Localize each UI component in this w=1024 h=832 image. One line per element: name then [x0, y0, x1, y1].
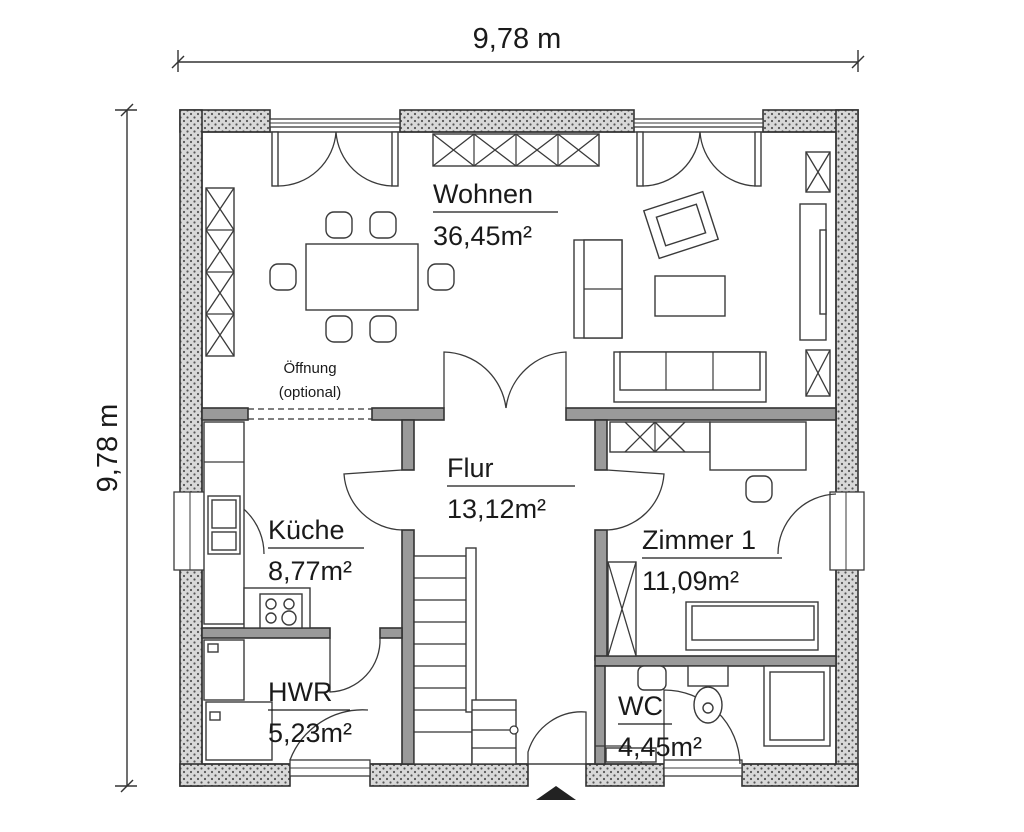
room-area-kueche: 8,77m²	[268, 556, 352, 586]
room-area-wohnen: 36,45m²	[433, 221, 532, 251]
furniture-wohnen	[205, 133, 831, 403]
room-name-wohnen: Wohnen	[433, 179, 533, 209]
furniture-wc	[605, 665, 831, 763]
room-area-hwr: 5,23m²	[268, 718, 352, 748]
room-label-zimmer1: Zimmer 1 11,09m²	[642, 525, 782, 596]
furniture-kueche	[203, 421, 311, 629]
dimension-width-label: 9,78 m	[473, 23, 562, 55]
interior-walls	[201, 407, 837, 765]
windows	[173, 118, 865, 777]
furniture-hwr	[203, 639, 273, 761]
opening-label-line1: Öffnung	[283, 359, 336, 377]
room-area-wc: 4,45m²	[618, 732, 702, 762]
room-name-kueche: Küche	[268, 515, 345, 545]
room-name-hwr: HWR	[268, 677, 332, 707]
room-label-flur: Flur 13,12m²	[447, 453, 575, 524]
window-swing-arcs	[271, 131, 762, 187]
dimension-height-label: 9,78 m	[92, 404, 124, 493]
room-label-wc: WC 4,45m²	[618, 691, 702, 762]
room-name-wc: WC	[618, 691, 663, 721]
opening-label-line2: (optional)	[279, 384, 342, 401]
room-label-kueche: Küche 8,77m²	[268, 515, 364, 586]
room-name-flur: Flur	[447, 453, 494, 483]
exterior-walls	[179, 109, 859, 787]
dimension-height: 9,78 m	[92, 103, 137, 793]
room-area-flur: 13,12m²	[447, 494, 546, 524]
room-name-zimmer1: Zimmer 1	[642, 525, 756, 555]
dimension-width: 9,78 m	[171, 23, 865, 72]
entrance-arrow-icon	[536, 786, 576, 800]
room-label-hwr: HWR 5,23m²	[268, 677, 352, 748]
room-label-wohnen: Wohnen 36,45m²	[433, 179, 558, 251]
optional-opening: Öffnung (optional)	[248, 359, 372, 420]
room-area-zimmer1: 11,09m²	[642, 566, 739, 596]
staircase	[413, 547, 519, 765]
furniture-zimmer	[607, 421, 819, 657]
